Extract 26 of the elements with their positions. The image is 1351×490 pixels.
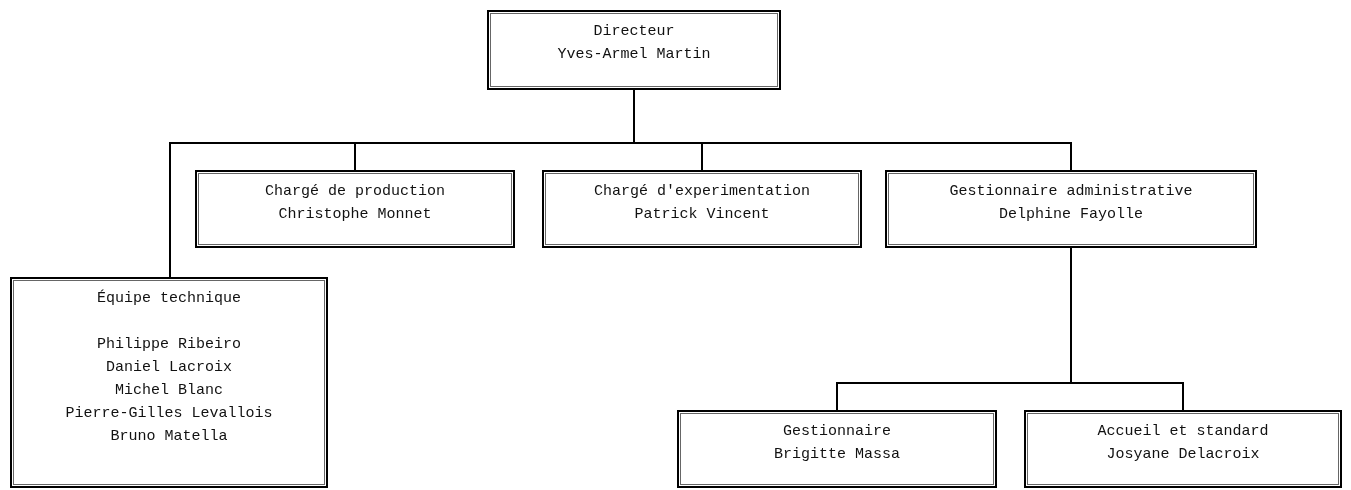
role-title: Gestionnaire <box>782 422 892 442</box>
person-name: Yves-Armel Martin <box>556 45 712 65</box>
person-name: Josyane Delacroix <box>1105 445 1261 465</box>
role-title: Équipe technique <box>96 288 242 309</box>
person-name: Brigitte Massa <box>773 445 901 465</box>
person-name: Daniel Lacroix <box>105 358 233 378</box>
role-box <box>885 170 1257 248</box>
person-name: Philippe Ribeiro <box>96 335 242 355</box>
team-box <box>10 277 328 488</box>
role-title: Chargé d'experimentation <box>592 182 811 202</box>
person-name: Patrick Vincent <box>633 205 771 225</box>
person-name: Bruno Matella <box>109 427 229 447</box>
role-title: Accueil et standard <box>1096 422 1270 442</box>
role-title: Gestionnaire administrative <box>948 182 1194 202</box>
connector-line <box>1070 247 1184 411</box>
role-box <box>195 170 515 248</box>
person-name: Michel Blanc <box>114 381 224 401</box>
role-box <box>542 170 862 248</box>
role-box <box>1024 410 1342 488</box>
role-box <box>487 10 781 90</box>
person-name: Pierre-Gilles Levallois <box>64 404 274 424</box>
person-name: Christophe Monnet <box>277 205 433 225</box>
person-name: Delphine Fayolle <box>998 205 1144 225</box>
role-title: Directeur <box>592 22 676 42</box>
role-title: Chargé de production <box>264 182 446 202</box>
role-box <box>677 410 997 488</box>
